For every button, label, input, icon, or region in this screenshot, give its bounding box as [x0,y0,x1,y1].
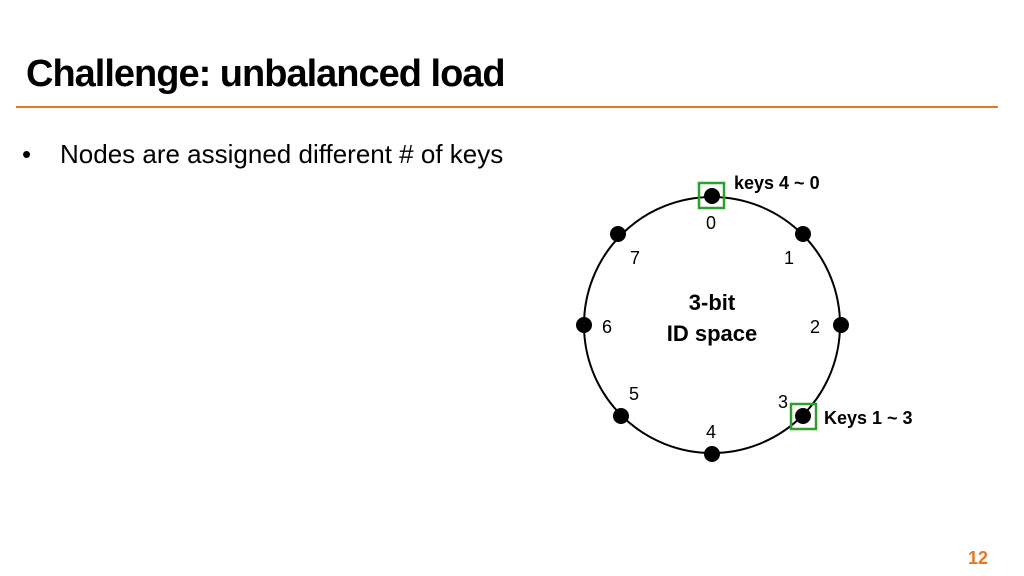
ring-id-label-4: 4 [706,422,716,442]
highlight-box-node-0 [697,181,726,210]
ring-node-5 [613,408,629,424]
ring-id-label-6: 6 [602,317,612,337]
center-label-line1: 3-bit [689,290,736,315]
ring-node-4 [704,446,720,462]
key-range-label-node-3: Keys 1 ~ 3 [824,408,913,428]
bullet-text: Nodes are assigned different # of keys [60,139,504,169]
bullet-item: • Nodes are assigned different # of keys [22,137,503,171]
page-number: 12 [967,548,988,568]
ring-node-3 [795,408,811,424]
ring-id-label-2: 2 [810,317,820,337]
key-range-label-node-0: keys 4 ~ 0 [734,173,820,193]
ring-id-label-5: 5 [629,384,639,404]
ring-id-label-0: 0 [706,213,716,233]
ring-id-label-3: 3 [778,392,788,412]
ring-node-0 [704,188,720,204]
ring-id-label-1: 1 [784,248,794,268]
highlight-box-node-3 [789,402,818,431]
ring-node-1 [795,226,811,242]
ring-node-7 [610,226,626,242]
ring-node-6 [576,317,592,333]
ring-node-2 [833,317,849,333]
center-label-line2: ID space [667,321,758,346]
slide-title: Challenge: unbalanced load [26,53,506,95]
bullet-marker: • [22,139,32,169]
ring-id-label-7: 7 [630,248,640,268]
title-divider [16,106,998,108]
